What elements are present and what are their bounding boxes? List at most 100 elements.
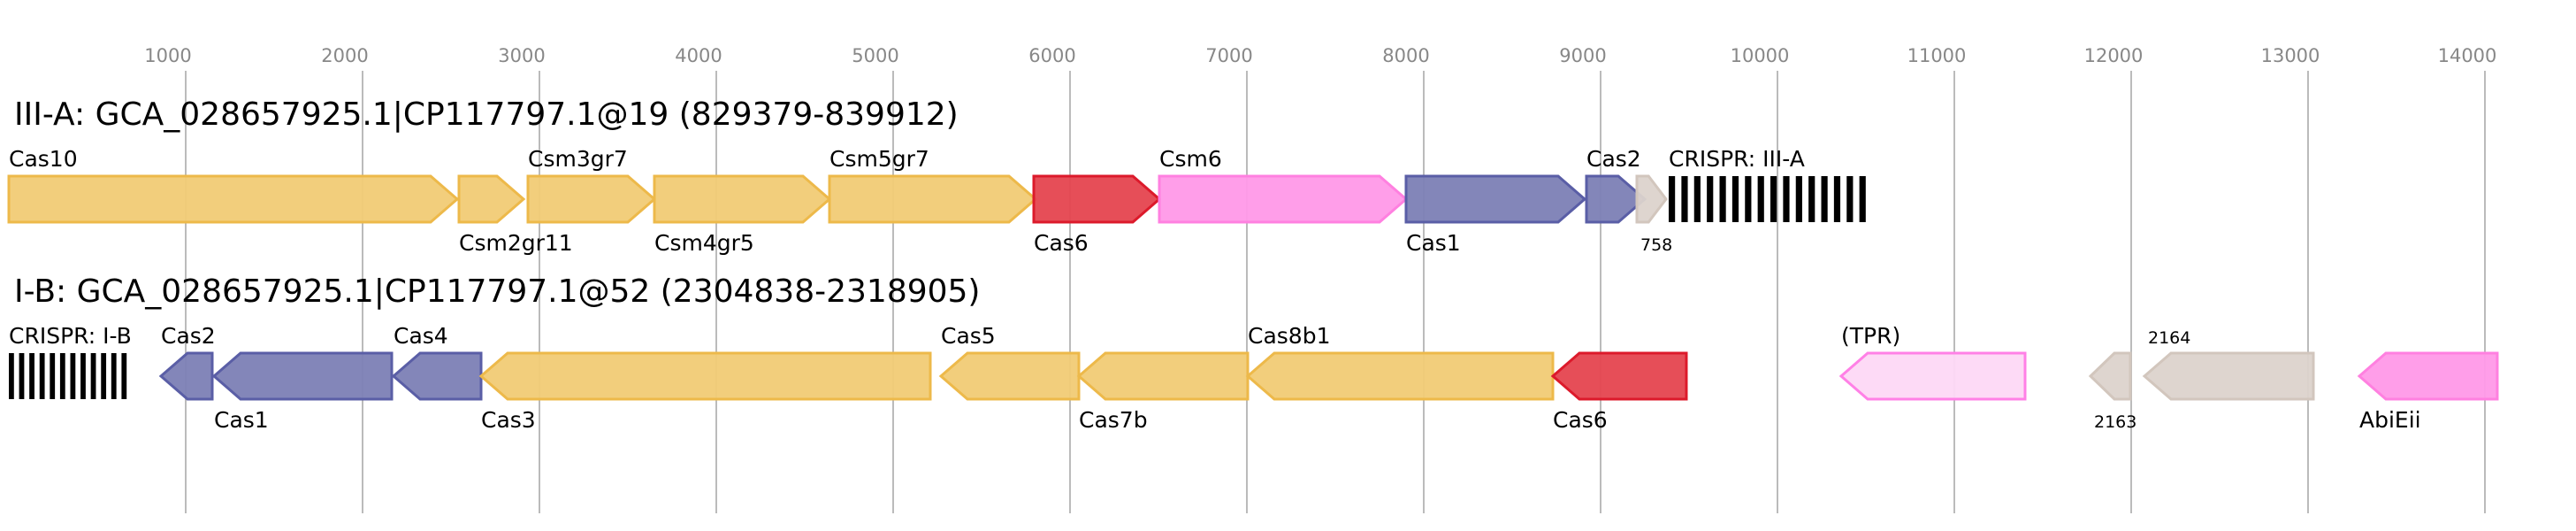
tick-label: 4000	[675, 45, 722, 66]
tick-label: 11000	[1907, 45, 1967, 66]
crispr-repeat	[90, 353, 96, 399]
gene-arrow	[1838, 351, 2027, 401]
gene-label: Cas6	[1553, 407, 1608, 433]
gene-label: Csm2gr11	[459, 230, 573, 256]
crispr-repeat	[1757, 176, 1764, 222]
tick-label: 1000	[144, 45, 191, 66]
gene-label: Cas7b	[1079, 407, 1148, 433]
gene-label: Csm4gr5	[654, 230, 754, 256]
gene-label: Csm3gr7	[528, 146, 628, 172]
gene-label: Cas10	[9, 146, 78, 172]
gene-csm4gr5[interactable]: Csm4gr5	[653, 174, 832, 256]
tick-label: 13000	[2261, 45, 2320, 66]
tick-label: 2000	[321, 45, 368, 66]
gene-label: CRISPR: III-A	[1669, 146, 1805, 172]
gene-cas1[interactable]: Cas1	[211, 351, 394, 433]
gene-crispr-iii-a[interactable]: CRISPR: III-A	[1669, 146, 1866, 222]
tick-label: 7000	[1205, 45, 1252, 66]
tick-label: 14000	[2438, 45, 2497, 66]
gene-arrow	[828, 174, 1038, 224]
gene-cas2[interactable]: Cas2	[1585, 146, 1647, 224]
crispr-repeat	[1770, 176, 1777, 222]
gene-cas8b1[interactable]: Cas8b1	[1245, 323, 1555, 401]
gene-crispr-i-b[interactable]: CRISPR: I-B	[9, 323, 132, 399]
gene-label: 2164	[2148, 328, 2190, 348]
gene-cas5[interactable]: Cas5	[938, 323, 1081, 401]
gene-arrow	[158, 351, 214, 401]
gene-label: Cas4	[394, 323, 448, 349]
gene-arrow	[391, 351, 483, 401]
crispr-repeat	[1783, 176, 1790, 222]
gene-arrow	[1635, 174, 1668, 224]
crispr-repeat	[59, 353, 65, 399]
crispr-repeat	[19, 353, 25, 399]
crispr-repeat	[1681, 176, 1688, 222]
gene-cas3[interactable]: Cas3	[478, 351, 932, 433]
gene-arrow	[2088, 351, 2132, 401]
crispr-repeat	[29, 353, 34, 399]
crispr-repeat	[1846, 176, 1854, 222]
crispr-repeat	[121, 353, 127, 399]
gene-label: Cas1	[1406, 230, 1461, 256]
gene-cas7b[interactable]: Cas7b	[1076, 351, 1250, 433]
gene-label: CRISPR: I-B	[9, 323, 132, 349]
crispr-repeat	[1745, 176, 1752, 222]
gene-csm2gr11[interactable]: Csm2gr11	[457, 174, 573, 256]
crispr-repeat	[1808, 176, 1815, 222]
tick-label: 6000	[1028, 45, 1075, 66]
gene-cas2[interactable]: Cas2	[158, 323, 216, 401]
tick-label: 12000	[2084, 45, 2144, 66]
gene-cas1[interactable]: Cas1	[1404, 174, 1587, 256]
gene-csm6[interactable]: Csm6	[1158, 146, 1409, 224]
gene-2164[interactable]: 2164	[2142, 328, 2315, 401]
crispr-repeat	[1821, 176, 1828, 222]
crispr-repeat	[1669, 176, 1676, 222]
gene-label: Cas1	[214, 407, 269, 433]
gene-cas6[interactable]: Cas6	[1550, 351, 1688, 433]
gene-label: Cas6	[1034, 230, 1089, 256]
gene--tpr-[interactable]: (TPR)	[1838, 323, 2027, 401]
crispr-repeat	[70, 353, 76, 399]
crispr-repeat	[111, 353, 117, 399]
gene-cas4[interactable]: Cas4	[391, 323, 483, 401]
crispr-repeat	[50, 353, 56, 399]
gene-arrow	[1158, 174, 1409, 224]
gene-arrow	[478, 351, 932, 401]
gene-arrow	[1550, 351, 1688, 401]
gene-label: Csm6	[1159, 146, 1222, 172]
gene-arrow	[526, 174, 657, 224]
gene-label: (TPR)	[1841, 323, 1900, 349]
gene-csm3gr7[interactable]: Csm3gr7	[526, 146, 657, 224]
gene-758[interactable]: 758	[1635, 174, 1672, 255]
gene-label: 2163	[2094, 412, 2136, 432]
gene-abieii[interactable]: AbiEii	[2357, 351, 2499, 433]
gene-arrow	[1585, 174, 1647, 224]
gene-csm5gr7[interactable]: Csm5gr7	[828, 146, 1038, 224]
gene-arrow	[211, 351, 394, 401]
crispr-repeat	[1719, 176, 1726, 222]
gene-cas10[interactable]: Cas10	[7, 146, 460, 224]
crispr-repeat	[1707, 176, 1714, 222]
gene-arrow	[653, 174, 832, 224]
gene-arrow	[2142, 351, 2315, 401]
crispr-repeat	[1859, 176, 1866, 222]
crispr-repeat	[39, 353, 45, 399]
locus-title-i-b: I-B: GCA_028657925.1|CP117797.1@52 (2304…	[14, 273, 980, 310]
gene-label: Cas3	[481, 407, 536, 433]
crispr-repeat	[80, 353, 86, 399]
gene-arrow	[7, 174, 460, 224]
locus-title-iii-a: III-A: GCA_028657925.1|CP117797.1@19 (82…	[14, 96, 959, 133]
gene-label: 758	[1640, 235, 1672, 255]
gene-arrow	[1245, 351, 1555, 401]
gene-cas6[interactable]: Cas6	[1032, 174, 1162, 256]
crispr-repeat	[1833, 176, 1841, 222]
tick-label: 10000	[1731, 45, 1790, 66]
tick-label: 9000	[1559, 45, 1606, 66]
gene-arrow	[1032, 174, 1162, 224]
gene-2163[interactable]: 2163	[2088, 351, 2136, 432]
gene-label: Cas8b1	[1248, 323, 1330, 349]
gene-arrow	[457, 174, 526, 224]
